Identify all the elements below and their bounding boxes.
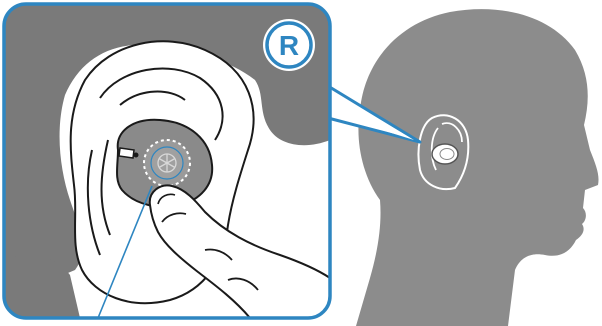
side-badge-label: R [279, 30, 299, 61]
right-side-badge: R [263, 19, 315, 71]
head-silhouette [356, 9, 599, 326]
small-earbud [432, 144, 458, 164]
